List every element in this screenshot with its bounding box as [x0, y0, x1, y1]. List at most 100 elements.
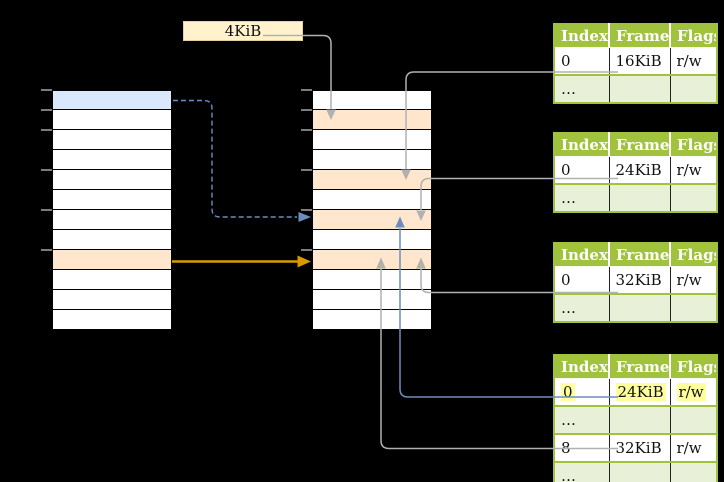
address-tick	[301, 89, 312, 91]
memory-cell-blue	[52, 90, 172, 110]
cell-frame	[609, 183, 671, 212]
memory-cell-white	[312, 130, 432, 150]
cell-flags: r/w	[676, 270, 702, 289]
col-header-flags: Flags	[670, 243, 717, 267]
cell-flags: r/w	[670, 433, 717, 462]
col-header-index: Index	[554, 133, 610, 157]
cell-frame: 16KiB	[609, 47, 671, 75]
page-table-3: Index Frame Flags 0 32KiB r/w …	[553, 242, 718, 323]
arrow-virtual-page-gold	[172, 255, 311, 268]
table-row-ellipsis: …	[554, 74, 717, 103]
memory-cell-white	[52, 210, 172, 230]
memory-cell-white	[52, 310, 172, 330]
memory-cell-white	[52, 150, 172, 170]
arrow-virtual-page0-dashed	[173, 99, 311, 222]
page-size-label: 4KiB	[183, 21, 303, 41]
address-tick	[301, 209, 312, 211]
cell-index: …	[554, 74, 610, 103]
cell-flags	[670, 405, 717, 434]
memory-cell-white	[312, 290, 432, 310]
address-tick	[301, 249, 312, 251]
col-header-flags: Flags	[670, 133, 717, 157]
cell-flags	[670, 293, 717, 322]
memory-cell-orange	[312, 210, 432, 230]
memory-cell-white	[312, 150, 432, 170]
cell-index: 8	[554, 433, 610, 462]
cell-frame: 32KiB	[609, 433, 671, 462]
table-row: 0 16KiB r/w	[554, 47, 717, 75]
table-row-ellipsis: …	[554, 461, 717, 482]
cell-index: 0	[554, 156, 610, 184]
address-tick	[41, 89, 52, 91]
highlight-mark: r/w	[676, 382, 706, 401]
memory-cell-white	[312, 270, 432, 290]
cell-frame	[609, 405, 671, 434]
table-header-row: Index Frame Flags	[554, 355, 717, 379]
address-tick	[41, 129, 52, 131]
col-header-frame: Frame	[609, 243, 671, 267]
cell-frame: 24KiB	[609, 156, 671, 184]
col-header-index: Index	[554, 355, 610, 379]
cell-frame: 32KiB	[609, 266, 671, 294]
table-header-row: Index Frame Flags	[554, 133, 717, 157]
cell-index: …	[554, 183, 610, 212]
address-tick	[41, 209, 52, 211]
memory-cell-white	[52, 130, 172, 150]
memory-cell-white	[52, 190, 172, 210]
memory-cell-orange	[312, 250, 432, 270]
memory-cell-white	[312, 310, 432, 330]
cell-index: 0	[554, 266, 610, 294]
col-header-flags: Flags	[670, 24, 717, 48]
memory-cell-white	[52, 290, 172, 310]
col-header-frame: Frame	[609, 24, 671, 48]
memory-cell-white	[312, 190, 432, 210]
cell-index: …	[554, 461, 610, 482]
highlight-mark: 0	[561, 382, 575, 401]
page-size-label-text: 4KiB	[224, 22, 262, 40]
page-table-1: Index Frame Flags 0 16KiB r/w …	[553, 23, 718, 104]
memory-cell-white	[52, 270, 172, 290]
cell-flags	[670, 461, 717, 482]
virtual-memory-column	[52, 90, 172, 330]
table-header-row: Index Frame Flags	[554, 24, 717, 48]
col-header-index: Index	[554, 243, 610, 267]
col-header-index: Index	[554, 24, 610, 48]
address-tick	[41, 169, 52, 171]
cell-index: 0	[554, 47, 610, 75]
cell-frame	[609, 293, 671, 322]
page-table-4: Index Frame Flags 0 24KiB r/w … 8 32KiB …	[553, 354, 718, 482]
cell-index: …	[554, 293, 610, 322]
address-tick	[301, 109, 312, 111]
address-tick	[301, 169, 312, 171]
cell-index: …	[554, 405, 610, 434]
table-row-ellipsis: …	[554, 405, 717, 434]
table-row: 0 24KiB r/w	[554, 156, 717, 184]
cell-flags: r/w	[676, 160, 702, 179]
memory-cell-white	[52, 230, 172, 250]
cell-flags: r/w	[670, 379, 717, 407]
table-row: 0 32KiB r/w	[554, 266, 717, 294]
highlight-mark: 24KiB	[615, 382, 666, 401]
col-header-frame: Frame	[609, 355, 671, 379]
address-tick	[41, 249, 52, 251]
cell-flags: r/w	[676, 51, 702, 70]
memory-cell-orange	[312, 170, 432, 190]
cell-frame	[609, 74, 671, 103]
col-header-flags: Flags	[670, 355, 717, 379]
table-row-highlighted: 0 24KiB r/w	[554, 378, 717, 407]
cell-frame: 24KiB	[609, 378, 671, 406]
cell-flags	[670, 74, 717, 103]
table-row-ellipsis: …	[554, 293, 717, 322]
page-table-2: Index Frame Flags 0 24KiB r/w …	[553, 132, 718, 213]
memory-cell-white	[52, 110, 172, 130]
cell-flags	[670, 183, 717, 212]
memory-cell-orange	[52, 250, 172, 270]
memory-cell-white	[312, 90, 432, 110]
cell-frame	[609, 461, 671, 482]
table-header-row: Index Frame Flags	[554, 243, 717, 267]
memory-cell-orange	[312, 110, 432, 130]
table-row-ellipsis: …	[554, 183, 717, 212]
memory-cell-white	[52, 170, 172, 190]
table-row: 8 32KiB r/w	[554, 433, 717, 462]
